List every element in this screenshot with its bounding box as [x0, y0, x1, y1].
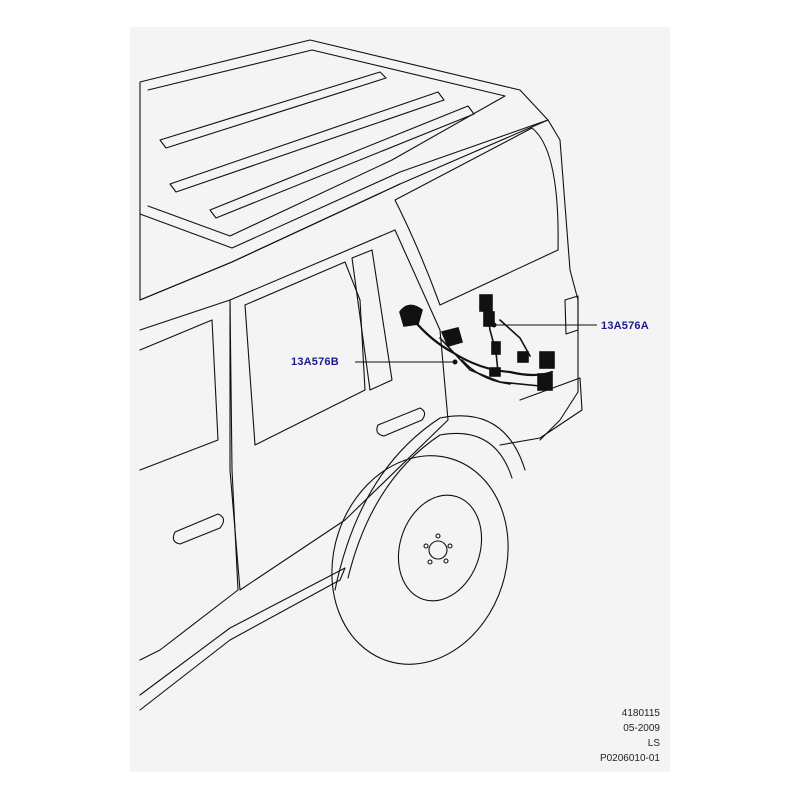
wheel-hub: [428, 540, 448, 560]
illustration-meta: 4180115 05-2009 LS P0206010-01: [600, 706, 660, 766]
rear-window: [394, 127, 559, 306]
wiring-harness: [399, 294, 555, 391]
illustration-id: 4180115: [621, 708, 660, 719]
tailgate-edge: [539, 269, 579, 441]
wheel-arch-inner: [347, 432, 513, 579]
roof-panel-inner: [147, 49, 506, 237]
sill-line: [139, 567, 346, 711]
front-door-handle: [172, 513, 225, 545]
roof-rail-3: [209, 105, 475, 219]
rear-door-window: [244, 261, 366, 446]
roof-rail-2: [169, 91, 445, 193]
illustration-reference: P0206010-01: [599, 753, 660, 764]
rear-door-outline: [229, 229, 449, 591]
roof-outline: [139, 39, 549, 249]
rear-rim: [397, 494, 483, 602]
illustration-date: 05-2009: [623, 723, 660, 734]
front-door-outline: [139, 299, 239, 661]
callout-13a576a: 13A576A: [601, 320, 649, 332]
roof-rail-1: [159, 71, 387, 149]
rear-door-handle: [376, 407, 426, 437]
wheel-arch-outer: [334, 415, 526, 591]
rear-tyre: [331, 455, 509, 665]
callout-13a576b: 13A576B: [291, 356, 339, 368]
rear-door-pillar: [351, 249, 393, 391]
front-door-window: [139, 319, 219, 471]
belt-line: [139, 119, 571, 301]
tail-lamp: [564, 295, 579, 335]
illustration-code: LS: [647, 738, 660, 749]
bumper: [499, 377, 583, 446]
